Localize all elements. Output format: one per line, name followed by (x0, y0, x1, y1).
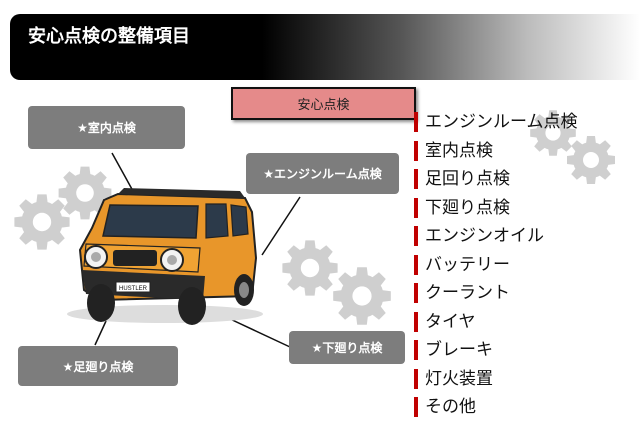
inspection-item-list: エンジンルーム点検 室内点検 足回り点検 下廻り点検 エンジンオイル バッテリー… (414, 108, 578, 422)
gear-icon (282, 240, 338, 296)
list-item: バッテリー (414, 251, 578, 280)
list-item: 灯火装置 (414, 365, 578, 394)
callout-underbody: ★下廻り点検 (289, 331, 405, 364)
section-label: 安心点検 (231, 87, 416, 120)
list-item: 室内点検 (414, 137, 578, 166)
list-item: エンジンオイル (414, 222, 578, 251)
callout-interior: ★室内点検 (28, 106, 185, 149)
list-item: ブレーキ (414, 336, 578, 365)
title-banner (10, 14, 640, 80)
callout-suspension: ★足廻り点検 (18, 346, 178, 386)
list-item: 下廻り点検 (414, 194, 578, 223)
list-item: その他 (414, 393, 578, 422)
list-item: クーラント (414, 279, 578, 308)
pointer-line-underbody (227, 317, 291, 348)
pointer-line-engine (261, 196, 301, 256)
page-title: 安心点検の整備項目 (28, 26, 190, 47)
pointer-line-interior (111, 152, 134, 192)
callout-engine-room: ★エンジンルーム点検 (246, 153, 399, 194)
car-badge: HUSTLER (119, 286, 148, 292)
list-item: エンジンルーム点検 (414, 108, 578, 137)
list-item: 足回り点検 (414, 165, 578, 194)
gear-icon (14, 194, 70, 250)
car-illustration: HUSTLER (67, 188, 263, 325)
gear-icon (333, 267, 391, 325)
list-item: タイヤ (414, 308, 578, 337)
